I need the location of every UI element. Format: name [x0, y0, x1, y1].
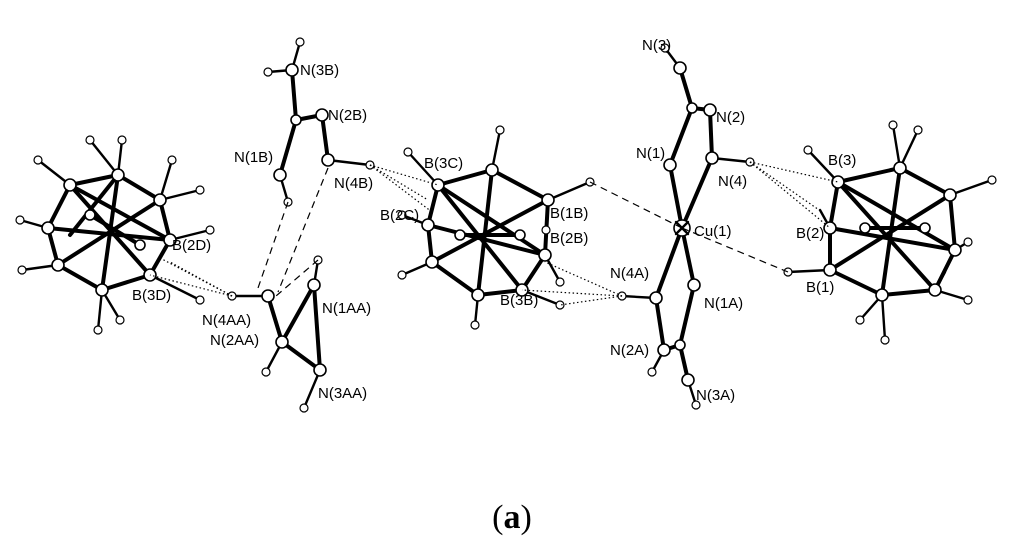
- figure-caption: (a): [492, 499, 532, 536]
- guanidinium-aa: [227, 255, 327, 413]
- carborane-cage-right: [783, 120, 997, 345]
- label-n3: N(3): [642, 37, 671, 54]
- label-b1b: B(1B): [550, 205, 588, 222]
- atom-labels: N(3B) N(2B) N(1B) N(4B) B(3C) B(2C) B(2D…: [132, 37, 856, 404]
- label-b3: B(3): [828, 152, 856, 169]
- label-b2: B(2): [796, 225, 824, 242]
- label-n4a: N(4A): [610, 265, 649, 282]
- label-n1a: N(1A): [704, 295, 743, 312]
- copper-complex: [617, 43, 755, 410]
- label-n1: N(1): [636, 145, 665, 162]
- label-n1aa: N(1AA): [322, 300, 371, 317]
- caption-letter: a: [504, 499, 521, 536]
- label-n3b: N(3B): [300, 62, 339, 79]
- label-b1: B(1): [806, 279, 834, 296]
- label-b2d: B(2D): [172, 237, 211, 254]
- label-n2aa: N(2AA): [210, 332, 259, 349]
- label-cu1: Cu(1): [694, 223, 732, 240]
- label-n1b: N(1B): [234, 149, 273, 166]
- label-n3aa: N(3AA): [318, 385, 367, 402]
- caption-open: (: [492, 499, 503, 536]
- label-n3a: N(3A): [696, 387, 735, 404]
- guanidinium-b: [263, 37, 375, 207]
- label-b3b: B(3B): [500, 292, 538, 309]
- label-b3c: B(3C): [424, 155, 463, 172]
- label-n4aa: N(4AA): [202, 312, 251, 329]
- label-n2b: N(2B): [328, 107, 367, 124]
- interaction-lines: [149, 161, 839, 306]
- svg-text:(a): (a): [492, 499, 532, 536]
- label-b3d: B(3D): [132, 287, 171, 304]
- label-n4: N(4): [718, 173, 747, 190]
- caption-close: ): [521, 499, 532, 536]
- label-n4b: N(4B): [334, 175, 373, 192]
- label-b2b: B(2B): [550, 230, 588, 247]
- carborane-cage-left: [15, 135, 215, 335]
- carborane-cage-center: [397, 125, 595, 330]
- label-n2a: N(2A): [610, 342, 649, 359]
- label-n2: N(2): [716, 109, 745, 126]
- label-b2c: B(2C): [380, 207, 419, 224]
